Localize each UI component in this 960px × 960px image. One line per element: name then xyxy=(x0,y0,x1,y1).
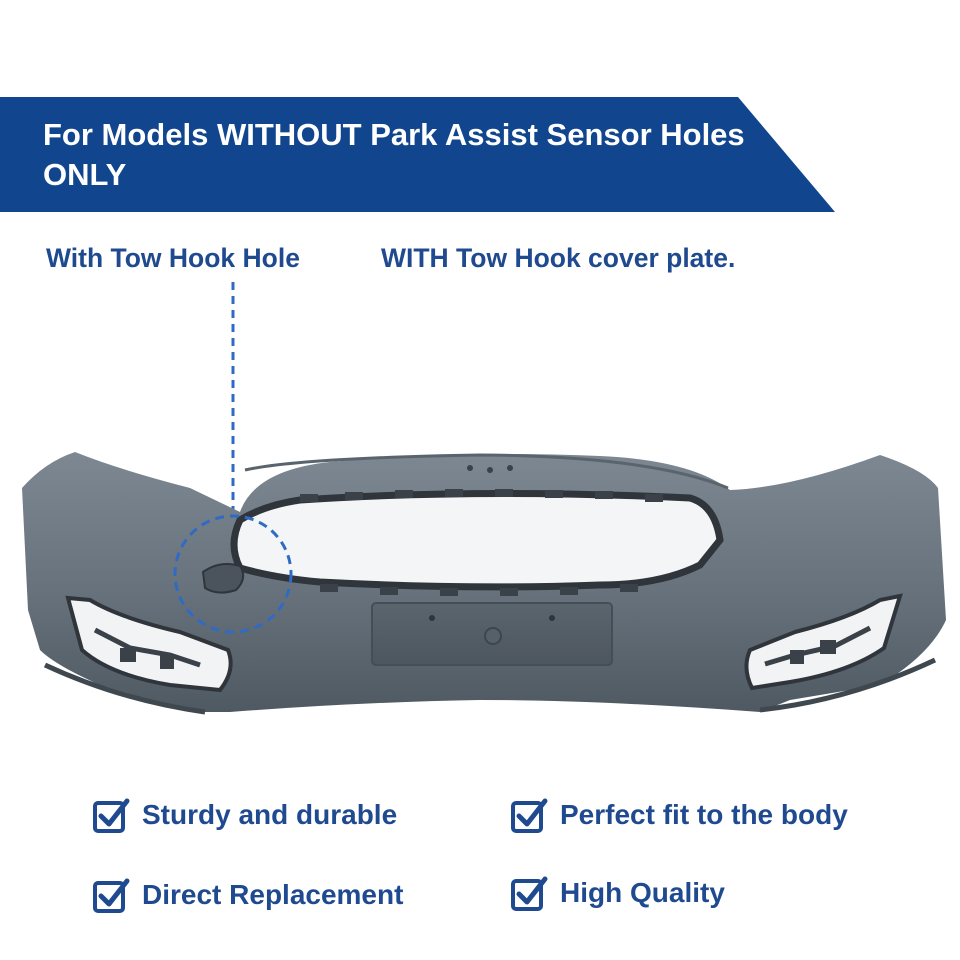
checkbox-check-icon xyxy=(93,798,130,833)
tow-hook-cover-label: WITH Tow Hook cover plate. xyxy=(381,243,736,273)
checkbox-check-icon xyxy=(511,798,548,833)
grille-tabs xyxy=(300,489,663,596)
feature-item: Direct Replacement xyxy=(92,875,403,915)
bumper-image xyxy=(22,282,946,715)
grille-opening xyxy=(230,489,724,591)
tow-hook-highlight-circle xyxy=(173,514,293,634)
feature-label: Perfect fit to the body xyxy=(560,799,848,830)
title-banner xyxy=(0,97,835,212)
feature-label: High Quality xyxy=(560,877,725,908)
feature-item: High Quality xyxy=(510,873,725,913)
feature-item: Perfect fit to the body xyxy=(510,795,848,835)
tow-hook-cover xyxy=(201,563,245,594)
tow-hook-hole-label: With Tow Hook Hole xyxy=(46,243,300,273)
checkbox-check-icon xyxy=(511,876,548,911)
feature-label: Direct Replacement xyxy=(142,879,404,910)
banner-title: For Models WITHOUT Park Assist Sensor Ho… xyxy=(43,117,745,192)
checkbox-check-icon xyxy=(93,878,130,913)
feature-label: Sturdy and durable xyxy=(142,799,398,830)
left-fog-pocket xyxy=(65,595,233,693)
feature-item: Sturdy and durable xyxy=(92,795,397,835)
